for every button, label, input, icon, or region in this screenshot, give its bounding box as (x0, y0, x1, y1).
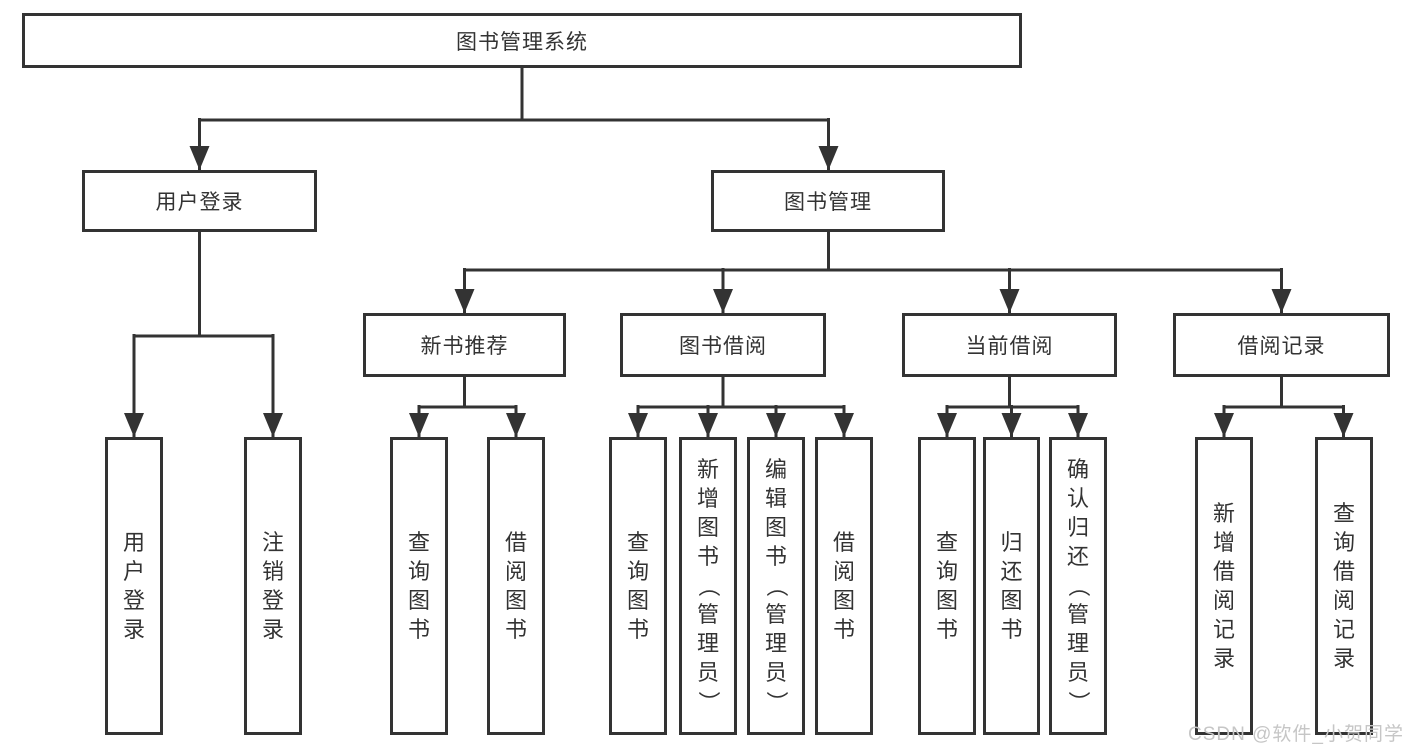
leaf-logout-label: 注销登录 (261, 529, 284, 642)
leaf-borrow-books-1: 借阅图书 (487, 437, 545, 735)
leaf-user-login-label: 用户登录 (122, 529, 145, 642)
node-borrow-records: 借阅记录 (1173, 313, 1390, 377)
leaf-query-books-1: 查询图书 (390, 437, 448, 735)
leaf-confirm-return-admin-label: 确认归还（管理员） (1065, 457, 1091, 714)
node-book-management-label: 图书管理 (784, 191, 872, 214)
node-book-management: 图书管理 (711, 170, 945, 232)
leaf-query-borrow-record-label: 查询借阅记录 (1332, 500, 1355, 671)
leaf-edit-book-admin: 编辑图书（管理员） (747, 437, 805, 735)
leaf-query-books-1-label: 查询图书 (407, 529, 430, 642)
node-user-login: 用户登录 (82, 170, 317, 232)
node-new-book-recommend: 新书推荐 (363, 313, 566, 377)
leaf-borrow-books-2-label: 借阅图书 (832, 529, 855, 642)
leaf-add-borrow-record: 新增借阅记录 (1195, 437, 1253, 735)
leaf-return-books: 归还图书 (983, 437, 1040, 735)
node-library-system-label: 图书管理系统 (456, 30, 588, 54)
node-current-borrow: 当前借阅 (902, 313, 1117, 377)
leaf-query-books-2-label: 查询图书 (626, 529, 649, 642)
leaf-add-book-admin: 新增图书（管理员） (679, 437, 737, 735)
node-book-borrow: 图书借阅 (620, 313, 826, 377)
leaf-edit-book-admin-label: 编辑图书（管理员） (763, 457, 789, 714)
leaf-borrow-books-1-label: 借阅图书 (504, 529, 527, 642)
node-user-login-label: 用户登录 (155, 191, 244, 214)
leaf-query-books-3-label: 查询图书 (935, 529, 958, 642)
leaf-confirm-return-admin: 确认归还（管理员） (1049, 437, 1107, 735)
leaf-borrow-books-2: 借阅图书 (815, 437, 873, 735)
leaf-query-books-3: 查询图书 (918, 437, 976, 735)
csdn-watermark: CSDN @软件_小贺同学 (1188, 724, 1404, 745)
leaf-logout: 注销登录 (244, 437, 302, 735)
node-new-book-recommend-label: 新书推荐 (420, 335, 509, 358)
node-current-borrow-label: 当前借阅 (965, 335, 1054, 358)
leaf-query-borrow-record: 查询借阅记录 (1315, 437, 1373, 735)
leaf-query-books-2: 查询图书 (609, 437, 667, 735)
leaf-add-borrow-record-label: 新增借阅记录 (1212, 500, 1235, 671)
node-library-system: 图书管理系统 (22, 13, 1022, 68)
leaf-add-book-admin-label: 新增图书（管理员） (695, 457, 721, 714)
leaf-user-login: 用户登录 (105, 437, 163, 735)
connector-skeleton (134, 68, 1344, 409)
leaf-return-books-label: 归还图书 (1000, 529, 1023, 642)
node-borrow-records-label: 借阅记录 (1237, 335, 1326, 358)
node-book-borrow-label: 图书借阅 (679, 335, 767, 358)
